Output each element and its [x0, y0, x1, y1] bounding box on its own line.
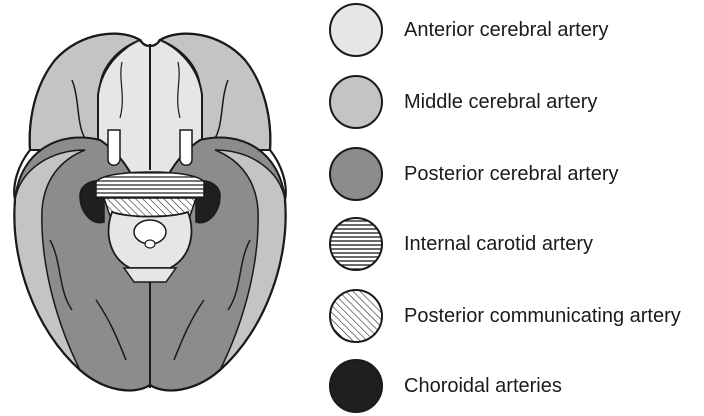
legend-label: Middle cerebral artery — [404, 90, 597, 114]
middle-cerebral-swatch — [328, 74, 384, 130]
legend-label: Choroidal arteries — [404, 374, 562, 398]
internal-carotid-swatch — [328, 216, 384, 272]
legend-label: Internal carotid artery — [404, 232, 593, 256]
legend-item-posterior-communicating: Posterior communicating artery — [326, 286, 704, 346]
internal-carotid-area — [96, 172, 204, 198]
legend-label: Posterior cerebral artery — [404, 162, 619, 186]
cerebral-aqueduct — [145, 240, 155, 248]
anterior-cerebral-swatch — [328, 2, 384, 58]
posterior-communicating-swatch — [328, 288, 384, 344]
legend: Anterior cerebral artery Middle cerebral… — [326, 0, 704, 415]
posterior-cerebral-swatch — [328, 146, 384, 202]
legend-item-internal-carotid: Internal carotid artery — [326, 214, 704, 274]
legend-item-anterior-cerebral: Anterior cerebral artery — [326, 0, 704, 60]
legend-item-middle-cerebral: Middle cerebral artery — [326, 72, 704, 132]
right-olfactory-tract — [180, 130, 192, 165]
brain-ventral-view — [0, 0, 300, 415]
legend-item-posterior-cerebral: Posterior cerebral artery — [326, 144, 704, 204]
cerebellar-region — [124, 268, 176, 282]
legend-label: Posterior communicating artery — [404, 304, 681, 328]
legend-label: Anterior cerebral artery — [404, 18, 609, 42]
left-olfactory-tract — [108, 130, 120, 165]
legend-item-choroidal: Choroidal arteries — [326, 356, 704, 416]
choroidal-swatch — [328, 358, 384, 414]
